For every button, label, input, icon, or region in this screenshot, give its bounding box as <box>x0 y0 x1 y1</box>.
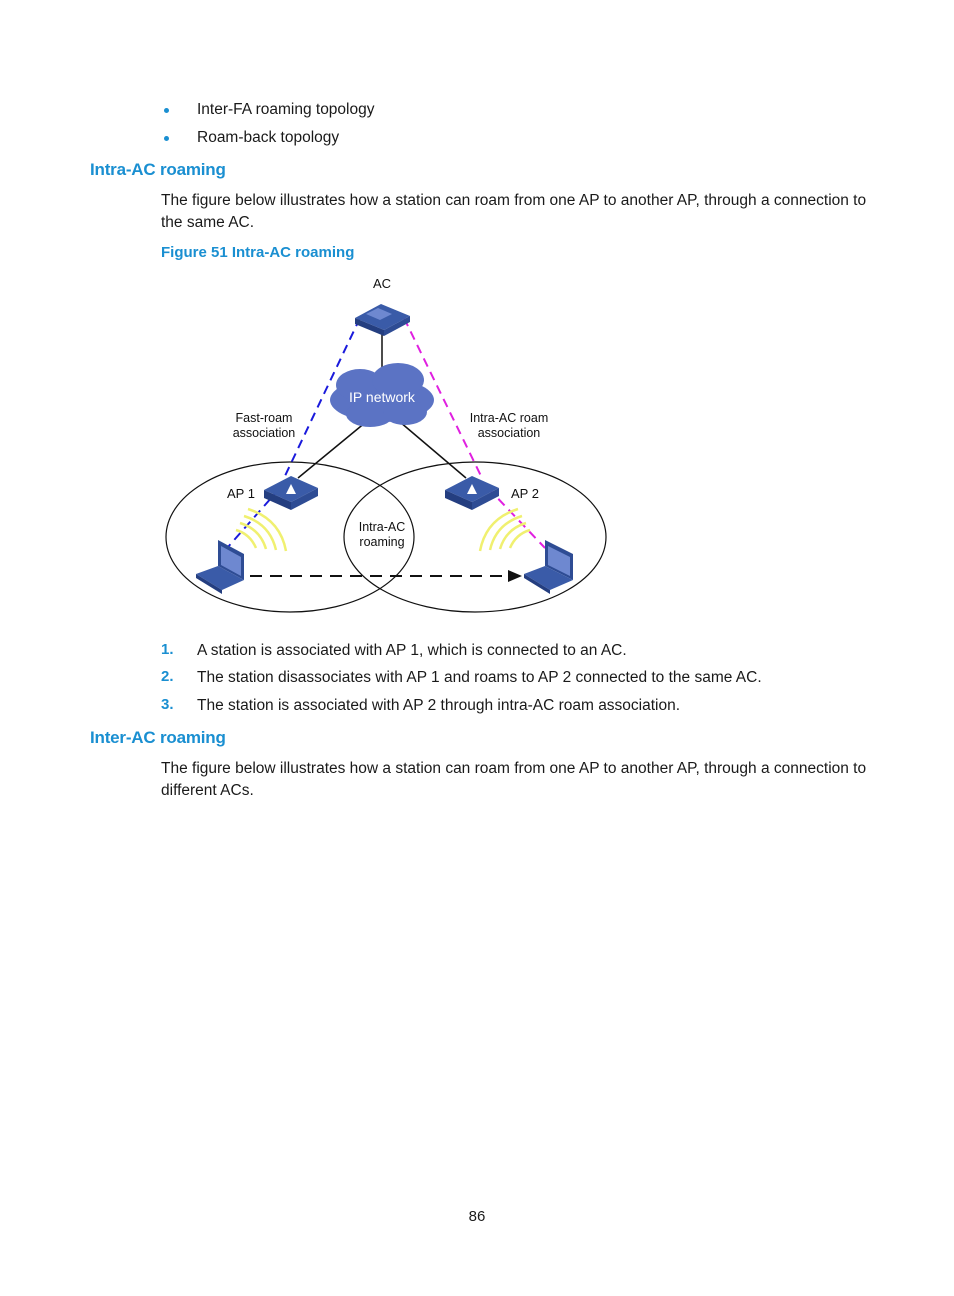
ap2-label: AP 2 <box>511 486 539 501</box>
bullet-dot-icon <box>164 108 169 113</box>
step-number: 3. <box>161 696 174 713</box>
ap1-network-link <box>297 421 367 479</box>
roaming-label: roaming <box>359 535 404 549</box>
fast-roam-label: Fast-roam <box>236 411 293 425</box>
cloud-label: IP network <box>349 389 416 405</box>
fast-roam-label: association <box>233 426 296 440</box>
arrowhead-icon <box>508 570 522 582</box>
intra-ac-roaming-diagram: IP network AC AP 1 AP 2 <box>165 276 607 613</box>
ap1-coverage-circle <box>165 461 415 613</box>
ac-label: AC <box>373 276 391 291</box>
ap2-device-icon <box>445 476 499 510</box>
ap1-label: AP 1 <box>227 486 255 501</box>
ap2-coverage-circle <box>343 461 607 613</box>
section-paragraph: The figure below illustrates how a stati… <box>161 760 867 799</box>
intra-roam-label: association <box>478 426 541 440</box>
ap2-signal-icon <box>478 507 531 552</box>
station-laptop-icon <box>196 540 244 594</box>
section-paragraph: The figure below illustrates how a stati… <box>161 192 867 231</box>
bullet-dot-icon <box>164 136 169 141</box>
step-number: 2. <box>161 668 174 685</box>
step-text: A station is associated with AP 1, which… <box>197 642 627 659</box>
ap1-signal-icon <box>235 507 288 552</box>
ac-device-icon <box>355 304 410 336</box>
intra-roam-label: Intra-AC roam <box>470 411 549 425</box>
section-heading: Inter-AC roaming <box>90 728 226 747</box>
roaming-label: Intra-AC <box>359 520 406 534</box>
intra-roam-line-lower <box>487 487 546 549</box>
figure-caption: Figure 51 Intra-AC roaming <box>161 244 355 261</box>
station-laptop-icon <box>524 540 573 594</box>
ip-network-cloud-icon <box>330 363 434 427</box>
section-heading: Intra-AC roaming <box>90 160 226 179</box>
bullet-text: Roam-back topology <box>197 129 340 146</box>
page-number: 86 <box>468 1208 486 1225</box>
ap1-device-icon <box>264 476 318 510</box>
step-text: The station is associated with AP 2 thro… <box>197 697 681 714</box>
step-number: 1. <box>161 641 174 658</box>
step-text: The station disassociates with AP 1 and … <box>197 669 762 686</box>
bullet-text: Inter-FA roaming topology <box>197 101 375 118</box>
ap2-network-link <box>399 421 467 479</box>
